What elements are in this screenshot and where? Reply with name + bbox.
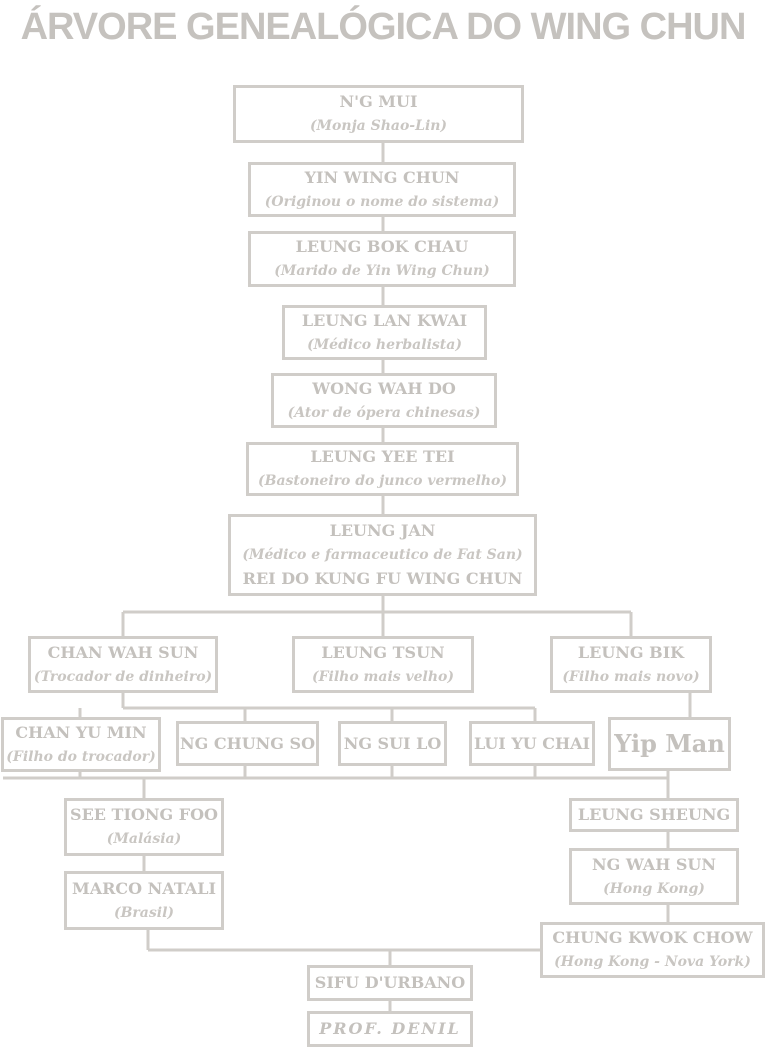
node-note: (Monja Shao-Lin): [309, 118, 448, 134]
node-wong-wah-do: WONG WAH DO (Ator de ópera chinesas): [271, 373, 497, 428]
node-note: (Trocador de dinheiro): [33, 668, 213, 685]
node-name: LEUNG SHEUNG: [577, 805, 731, 824]
node-name: WONG WAH DO: [312, 378, 456, 398]
node-sifu-durbano: SIFU D'URBANO: [307, 965, 473, 1001]
node-note: (Malásia): [106, 831, 182, 847]
node-leung-bok-chau: LEUNG BOK CHAU (Marido de Yin Wing Chun): [248, 231, 516, 287]
node-leung-lan-kwai: LEUNG LAN KWAI (Médico herbalista): [282, 305, 487, 360]
node-leung-tsun: LEUNG TSUN (Filho mais velho): [292, 636, 474, 693]
node-chan-wah-sun: CHAN WAH SUN (Trocador de dinheiro): [28, 636, 218, 693]
node-leung-sheung: LEUNG SHEUNG: [569, 798, 739, 832]
node-note: (Bastoneiro do junco vermelho): [258, 473, 507, 489]
node-note: (Ator de ópera chinesas): [287, 404, 481, 421]
node-yip-man: Yip Man: [608, 717, 731, 771]
node-title: REI DO KUNG FU WING CHUN: [242, 569, 523, 588]
node-note: (Marido de Yin Wing Chun): [274, 263, 490, 279]
node-lui-yu-chai: LUI YU CHAI: [469, 721, 595, 766]
node-name: LEUNG BIK: [577, 642, 685, 662]
node-note: (Brasil): [113, 904, 175, 921]
node-name: NG SUI LO: [343, 733, 442, 753]
node-name: LEUNG TSUN: [321, 642, 445, 662]
node-note: (Filho mais novo): [562, 668, 700, 685]
node-name: LEUNG BOK CHAU: [295, 237, 469, 256]
node-ng-wah-sun: NG WAH SUN (Hong Kong): [569, 848, 739, 905]
node-name: LEUNG LAN KWAI: [301, 310, 468, 330]
node-ng-chung-so: NG CHUNG SO: [176, 721, 319, 766]
node-note: (Filho do trocador): [6, 748, 156, 765]
node-name: LEUNG JAN: [329, 521, 436, 540]
node-name: CHAN YU MIN: [15, 722, 147, 742]
node-ng-mui: N'G MUI (Monja Shao-Lin): [233, 85, 524, 143]
node-name: LEUNG YEE TEI: [310, 447, 455, 466]
node-chan-yu-min: CHAN YU MIN (Filho do trocador): [1, 717, 161, 772]
node-name: SEE TIONG FOO: [70, 805, 218, 824]
node-name: MARCO NATALI: [71, 878, 216, 898]
node-yin-wing-chun: YIN WING CHUN (Originou o nome do sistem…: [248, 162, 516, 217]
node-chung-kwok-chow: CHUNG KWOK CHOW (Hong Kong - Nova York): [540, 922, 765, 978]
node-name: NG WAH SUN: [591, 854, 717, 874]
node-leung-jan: LEUNG JAN (Médico e farmaceutico de Fat …: [228, 514, 537, 596]
node-note: (Médico e farmaceutico de Fat San): [242, 547, 523, 563]
node-name: NG CHUNG SO: [179, 733, 315, 753]
node-name: CHUNG KWOK CHOW: [552, 928, 753, 947]
node-leung-yee-tei: LEUNG YEE TEI (Bastoneiro do junco verme…: [246, 442, 519, 496]
node-name: CHAN WAH SUN: [47, 642, 199, 662]
node-note: (Filho mais velho): [311, 668, 455, 685]
node-name: YIN WING CHUN: [304, 167, 460, 187]
node-name: Yip Man: [614, 729, 725, 758]
node-note: (Hong Kong): [603, 880, 705, 897]
chart-title: ÁRVORE GENEALÓGICA DO WING CHUN: [20, 6, 747, 48]
node-name: LUI YU CHAI: [473, 733, 591, 753]
node-marco-natali: MARCO NATALI (Brasil): [64, 871, 224, 930]
node-ng-sui-lo: NG SUI LO: [338, 721, 447, 766]
node-name: SIFU D'URBANO: [314, 973, 466, 992]
node-note: (Hong Kong - Nova York): [554, 954, 751, 970]
node-see-tiong-foo: SEE TIONG FOO (Malásia): [64, 798, 224, 856]
node-note: (Médico herbalista): [307, 336, 462, 353]
node-note: (Originou o nome do sistema): [264, 193, 500, 210]
node-name: N'G MUI: [339, 92, 418, 111]
node-leung-bik: LEUNG BIK (Filho mais novo): [550, 636, 712, 693]
node-name: PROF. DENIL: [319, 1019, 461, 1038]
node-prof-denil: PROF. DENIL: [307, 1011, 473, 1047]
